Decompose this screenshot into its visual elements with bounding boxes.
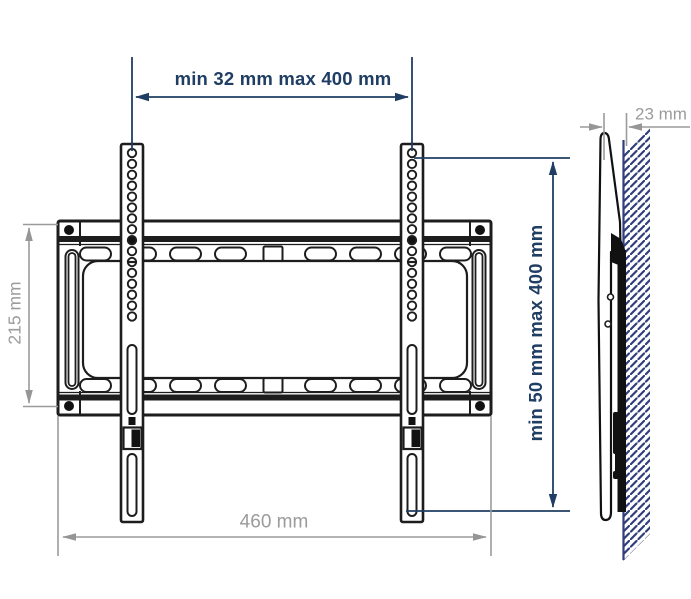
left-vesa-rail xyxy=(119,142,145,524)
dim-vesa-horizontal xyxy=(131,57,413,151)
corner-screws xyxy=(64,225,485,411)
profile-screw-hole-upper xyxy=(606,293,615,301)
dimension-label-wall-offset: 23 mm xyxy=(635,104,687,124)
left-vertical-slot xyxy=(64,249,80,390)
right-vertical-slot xyxy=(471,249,487,390)
plate-opening xyxy=(81,259,469,380)
dim-vesa-vertical xyxy=(406,157,570,512)
profile-screw-hole-lower xyxy=(604,320,612,328)
wall-hatch xyxy=(623,125,650,561)
profile-wall-plate xyxy=(611,233,626,512)
front-view xyxy=(56,142,493,524)
dimension-label-plate-height: 215 mm xyxy=(4,281,25,345)
side-view xyxy=(597,125,650,561)
right-vesa-rail xyxy=(399,142,425,524)
dimension-label-vesa-vertical: min 50 mm max 400 mm xyxy=(524,224,546,442)
dim-plate-height xyxy=(23,223,58,408)
dim-plate-width xyxy=(57,416,492,556)
dimension-label-plate-width: 460 mm xyxy=(239,511,309,533)
dimension-label-vesa-horizontal: min 32 mm max 400 mm xyxy=(174,67,392,89)
dim-wall-offset xyxy=(580,113,690,160)
